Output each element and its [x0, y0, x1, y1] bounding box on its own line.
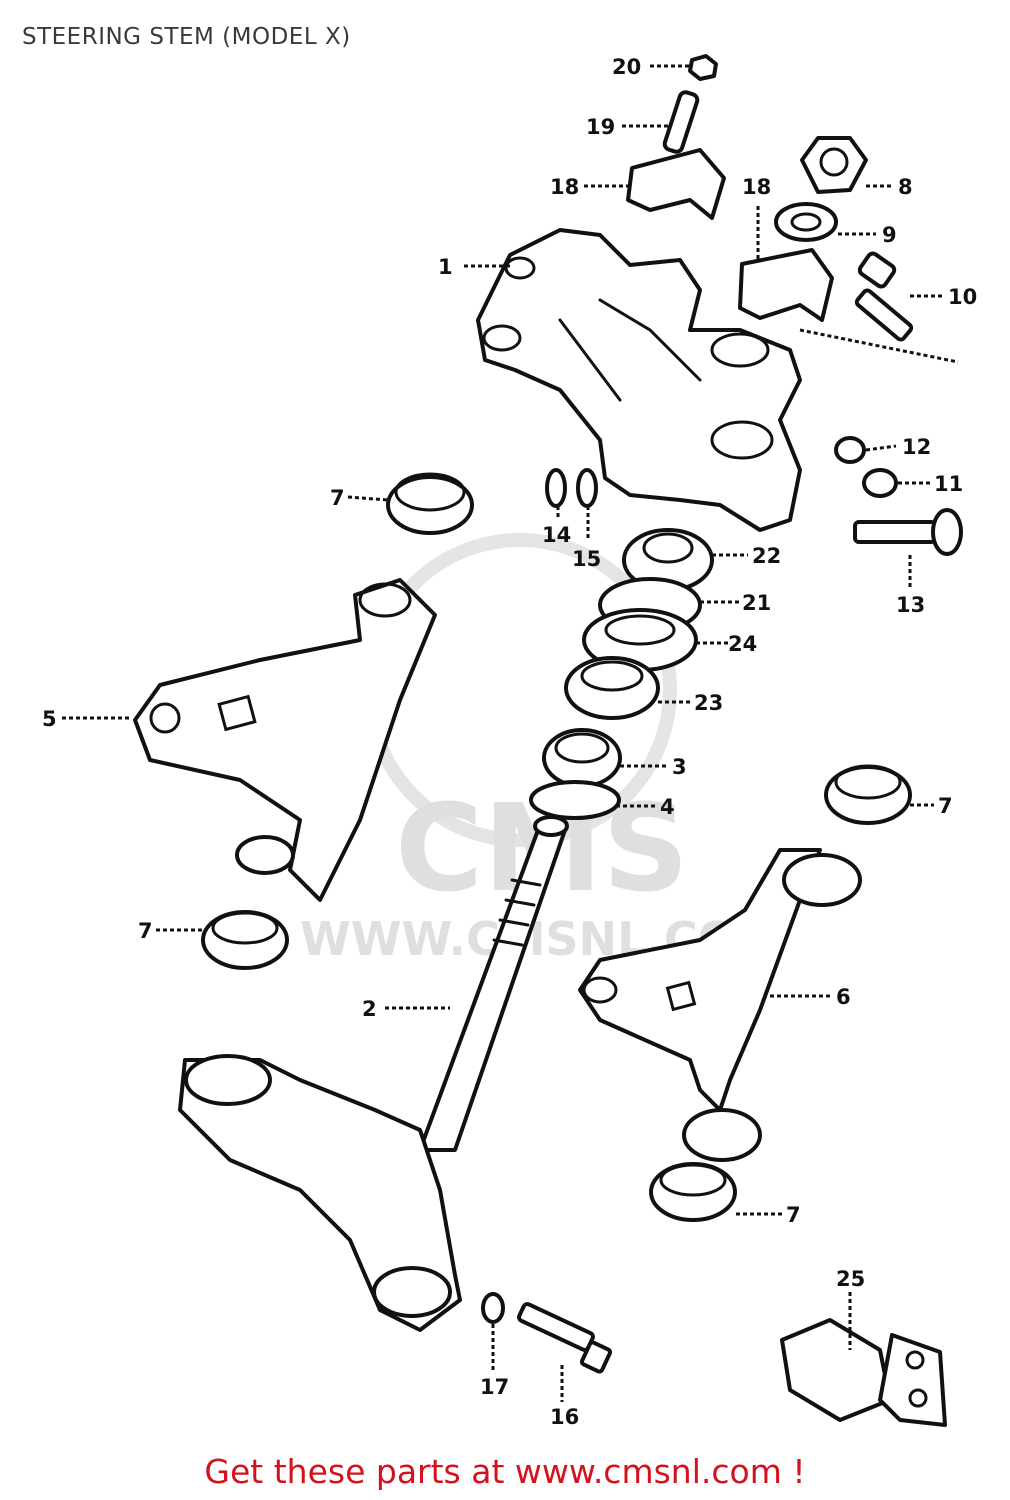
part-18-holder-lower: [738, 248, 834, 322]
callout-17: 17: [480, 1375, 509, 1399]
callout-19: 19: [586, 115, 615, 139]
part-15-washer: [576, 468, 598, 508]
callout-21: 21: [742, 591, 771, 615]
callout-23: 23: [694, 691, 723, 715]
part-1-upper-bracket: [476, 228, 802, 532]
callout-12: 12: [902, 435, 931, 459]
part-8-nut: [800, 136, 868, 194]
part-9-washer: [774, 202, 838, 242]
callout-11: 11: [934, 472, 963, 496]
part-12-washer: [834, 436, 866, 464]
part-24-spacer: [582, 608, 698, 672]
part-17-washer: [481, 1292, 505, 1324]
part-11-nut: [862, 468, 898, 498]
callout-7: 7: [938, 794, 953, 818]
callout-15: 15: [572, 547, 601, 571]
callout-2: 2: [362, 997, 377, 1021]
callout-7: 7: [138, 919, 153, 943]
callout-18: 18: [550, 175, 579, 199]
callout-13: 13: [896, 593, 925, 617]
callout-6: 6: [836, 985, 851, 1009]
part-7-seal-upper-left: [386, 472, 474, 535]
callout-20: 20: [612, 55, 641, 79]
callout-16: 16: [550, 1405, 579, 1429]
part-7-seal-right: [824, 764, 912, 825]
callout-labels: 20 19 18 18 8 9 1 10 12 11 7 14 15 22 13…: [42, 55, 977, 1429]
callout-4: 4: [660, 795, 675, 819]
part-7-seal-lower-left: [201, 910, 289, 970]
callout-5: 5: [42, 707, 57, 731]
exploded-parts-diagram: CMS WWW.CMSNL.COM: [42, 54, 977, 1429]
callout-18: 18: [742, 175, 771, 199]
leader-lines: [62, 64, 959, 1402]
callout-22: 22: [752, 544, 781, 568]
part-19-bolt: [662, 90, 700, 154]
part-7-seal-bottom: [649, 1162, 737, 1222]
part-6-bracket-right: [578, 848, 862, 1162]
callout-25: 25: [836, 1267, 865, 1291]
part-13-bolt: [853, 508, 963, 556]
part-23-bearing: [564, 656, 660, 720]
part-3-bearing: [542, 728, 622, 788]
part-10-bolt: [854, 251, 914, 342]
callout-1: 1: [438, 255, 453, 279]
callout-9: 9: [882, 223, 897, 247]
part-4-seal: [529, 780, 621, 820]
footer-link-text[interactable]: Get these parts at www.cmsnl.com !: [204, 1452, 806, 1491]
callout-14: 14: [542, 523, 571, 547]
part-14-washer: [545, 468, 567, 508]
callout-10: 10: [948, 285, 977, 309]
part-20-nut: [688, 54, 718, 81]
callout-7: 7: [786, 1203, 801, 1227]
part-18-holder-upper: [626, 148, 726, 220]
part-25-steering-lock: [780, 1318, 947, 1427]
diagram-title: STEERING STEM (MODEL X): [22, 24, 351, 50]
part-5-bracket-left: [133, 578, 437, 902]
callout-7: 7: [330, 486, 345, 510]
callout-8: 8: [898, 175, 913, 199]
callout-24: 24: [728, 632, 757, 656]
part-2-steering-stem: [178, 815, 569, 1332]
part-16-bolt: [517, 1302, 613, 1374]
callout-3: 3: [672, 755, 687, 779]
